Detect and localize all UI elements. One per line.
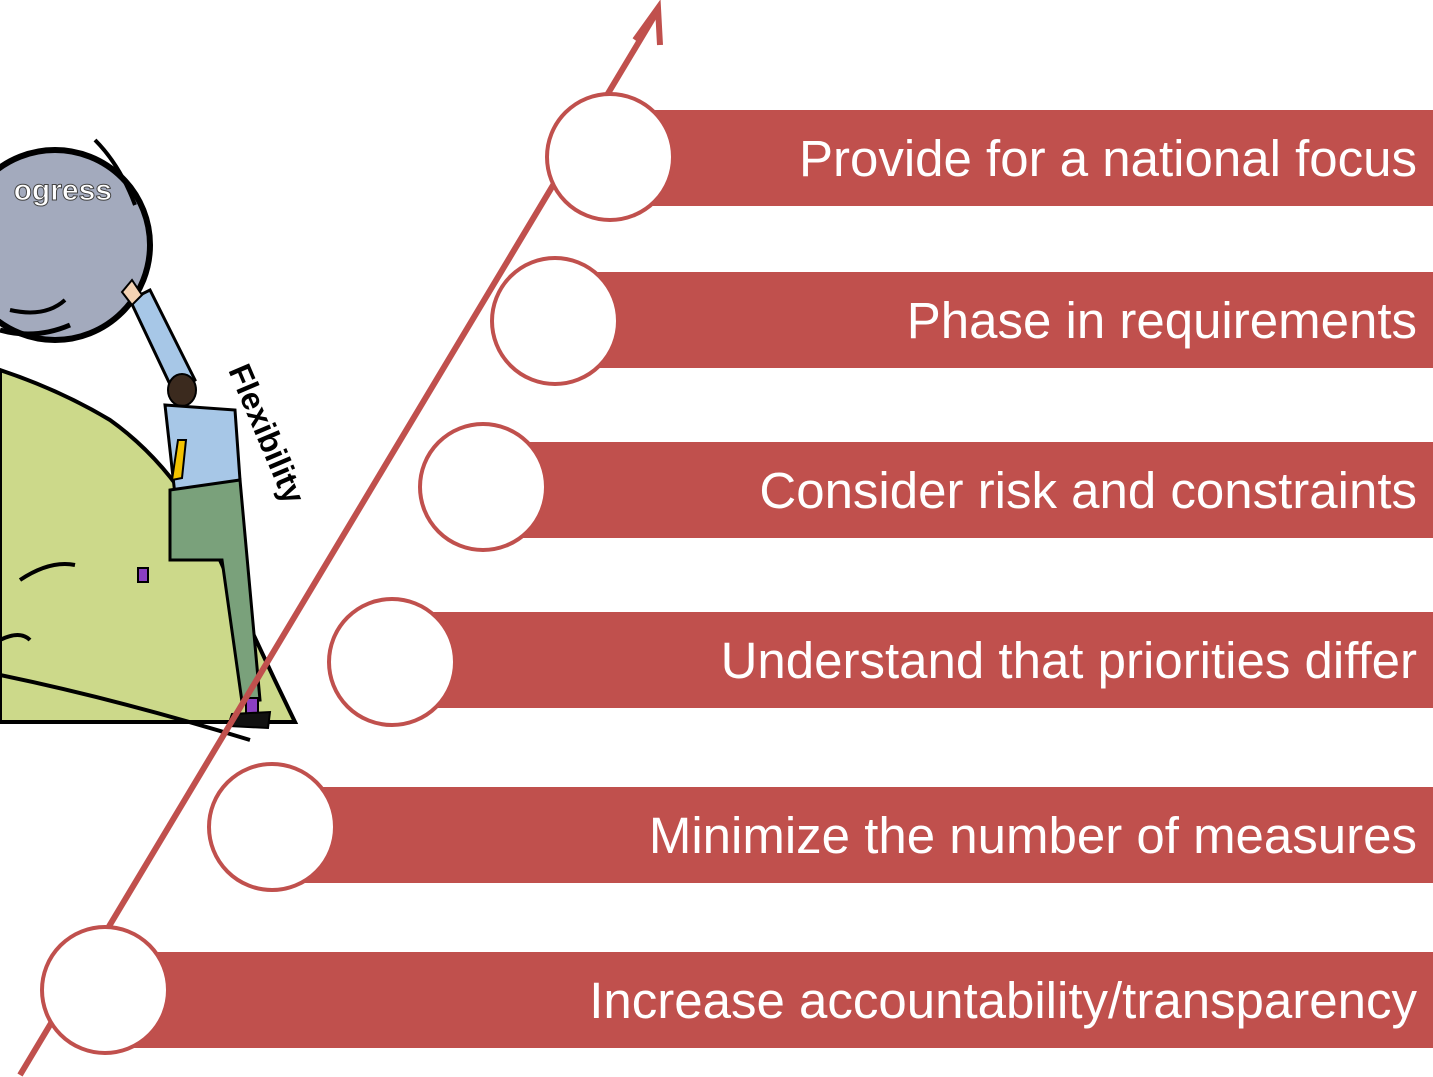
step-circle-6 bbox=[40, 925, 170, 1055]
step-label-2: Phase in requirements bbox=[906, 291, 1417, 349]
hill-texture-line bbox=[18, 562, 76, 582]
step-label-3: Consider risk and constraints bbox=[759, 461, 1417, 519]
step-circle-2 bbox=[490, 256, 620, 386]
step-bar-6: Increase accountability/transparency bbox=[110, 952, 1433, 1048]
step-label-6: Increase accountability/transparency bbox=[589, 971, 1417, 1029]
boulder bbox=[0, 138, 153, 343]
step-label-4: Understand that priorities differ bbox=[720, 631, 1417, 689]
ground-line bbox=[0, 673, 251, 742]
step-circle-4 bbox=[327, 597, 457, 727]
step-bar-5: Minimize the number of measures bbox=[275, 787, 1433, 883]
step-bar-4: Understand that priorities differ bbox=[395, 612, 1433, 708]
man-arms bbox=[128, 287, 197, 398]
man-hands bbox=[120, 278, 144, 307]
arrow-head bbox=[632, 0, 663, 46]
step-circle-1 bbox=[545, 92, 675, 222]
step-label-5: Minimize the number of measures bbox=[648, 806, 1417, 864]
step-bar-3: Consider risk and constraints bbox=[485, 442, 1433, 538]
boulder-pushing-illustration: ogress Flexibility bbox=[0, 138, 312, 742]
man-tie bbox=[170, 439, 188, 482]
step-label-1: Provide for a national focus bbox=[798, 129, 1417, 187]
step-circle-3 bbox=[418, 422, 548, 552]
step-bar-1: Provide for a national focus bbox=[610, 110, 1433, 206]
hill-texture-line bbox=[0, 633, 32, 642]
boulder-label: ogress bbox=[14, 174, 112, 207]
man-sock bbox=[137, 567, 149, 583]
step-bar-2: Phase in requirements bbox=[555, 272, 1433, 368]
step-circle-5 bbox=[207, 762, 337, 892]
